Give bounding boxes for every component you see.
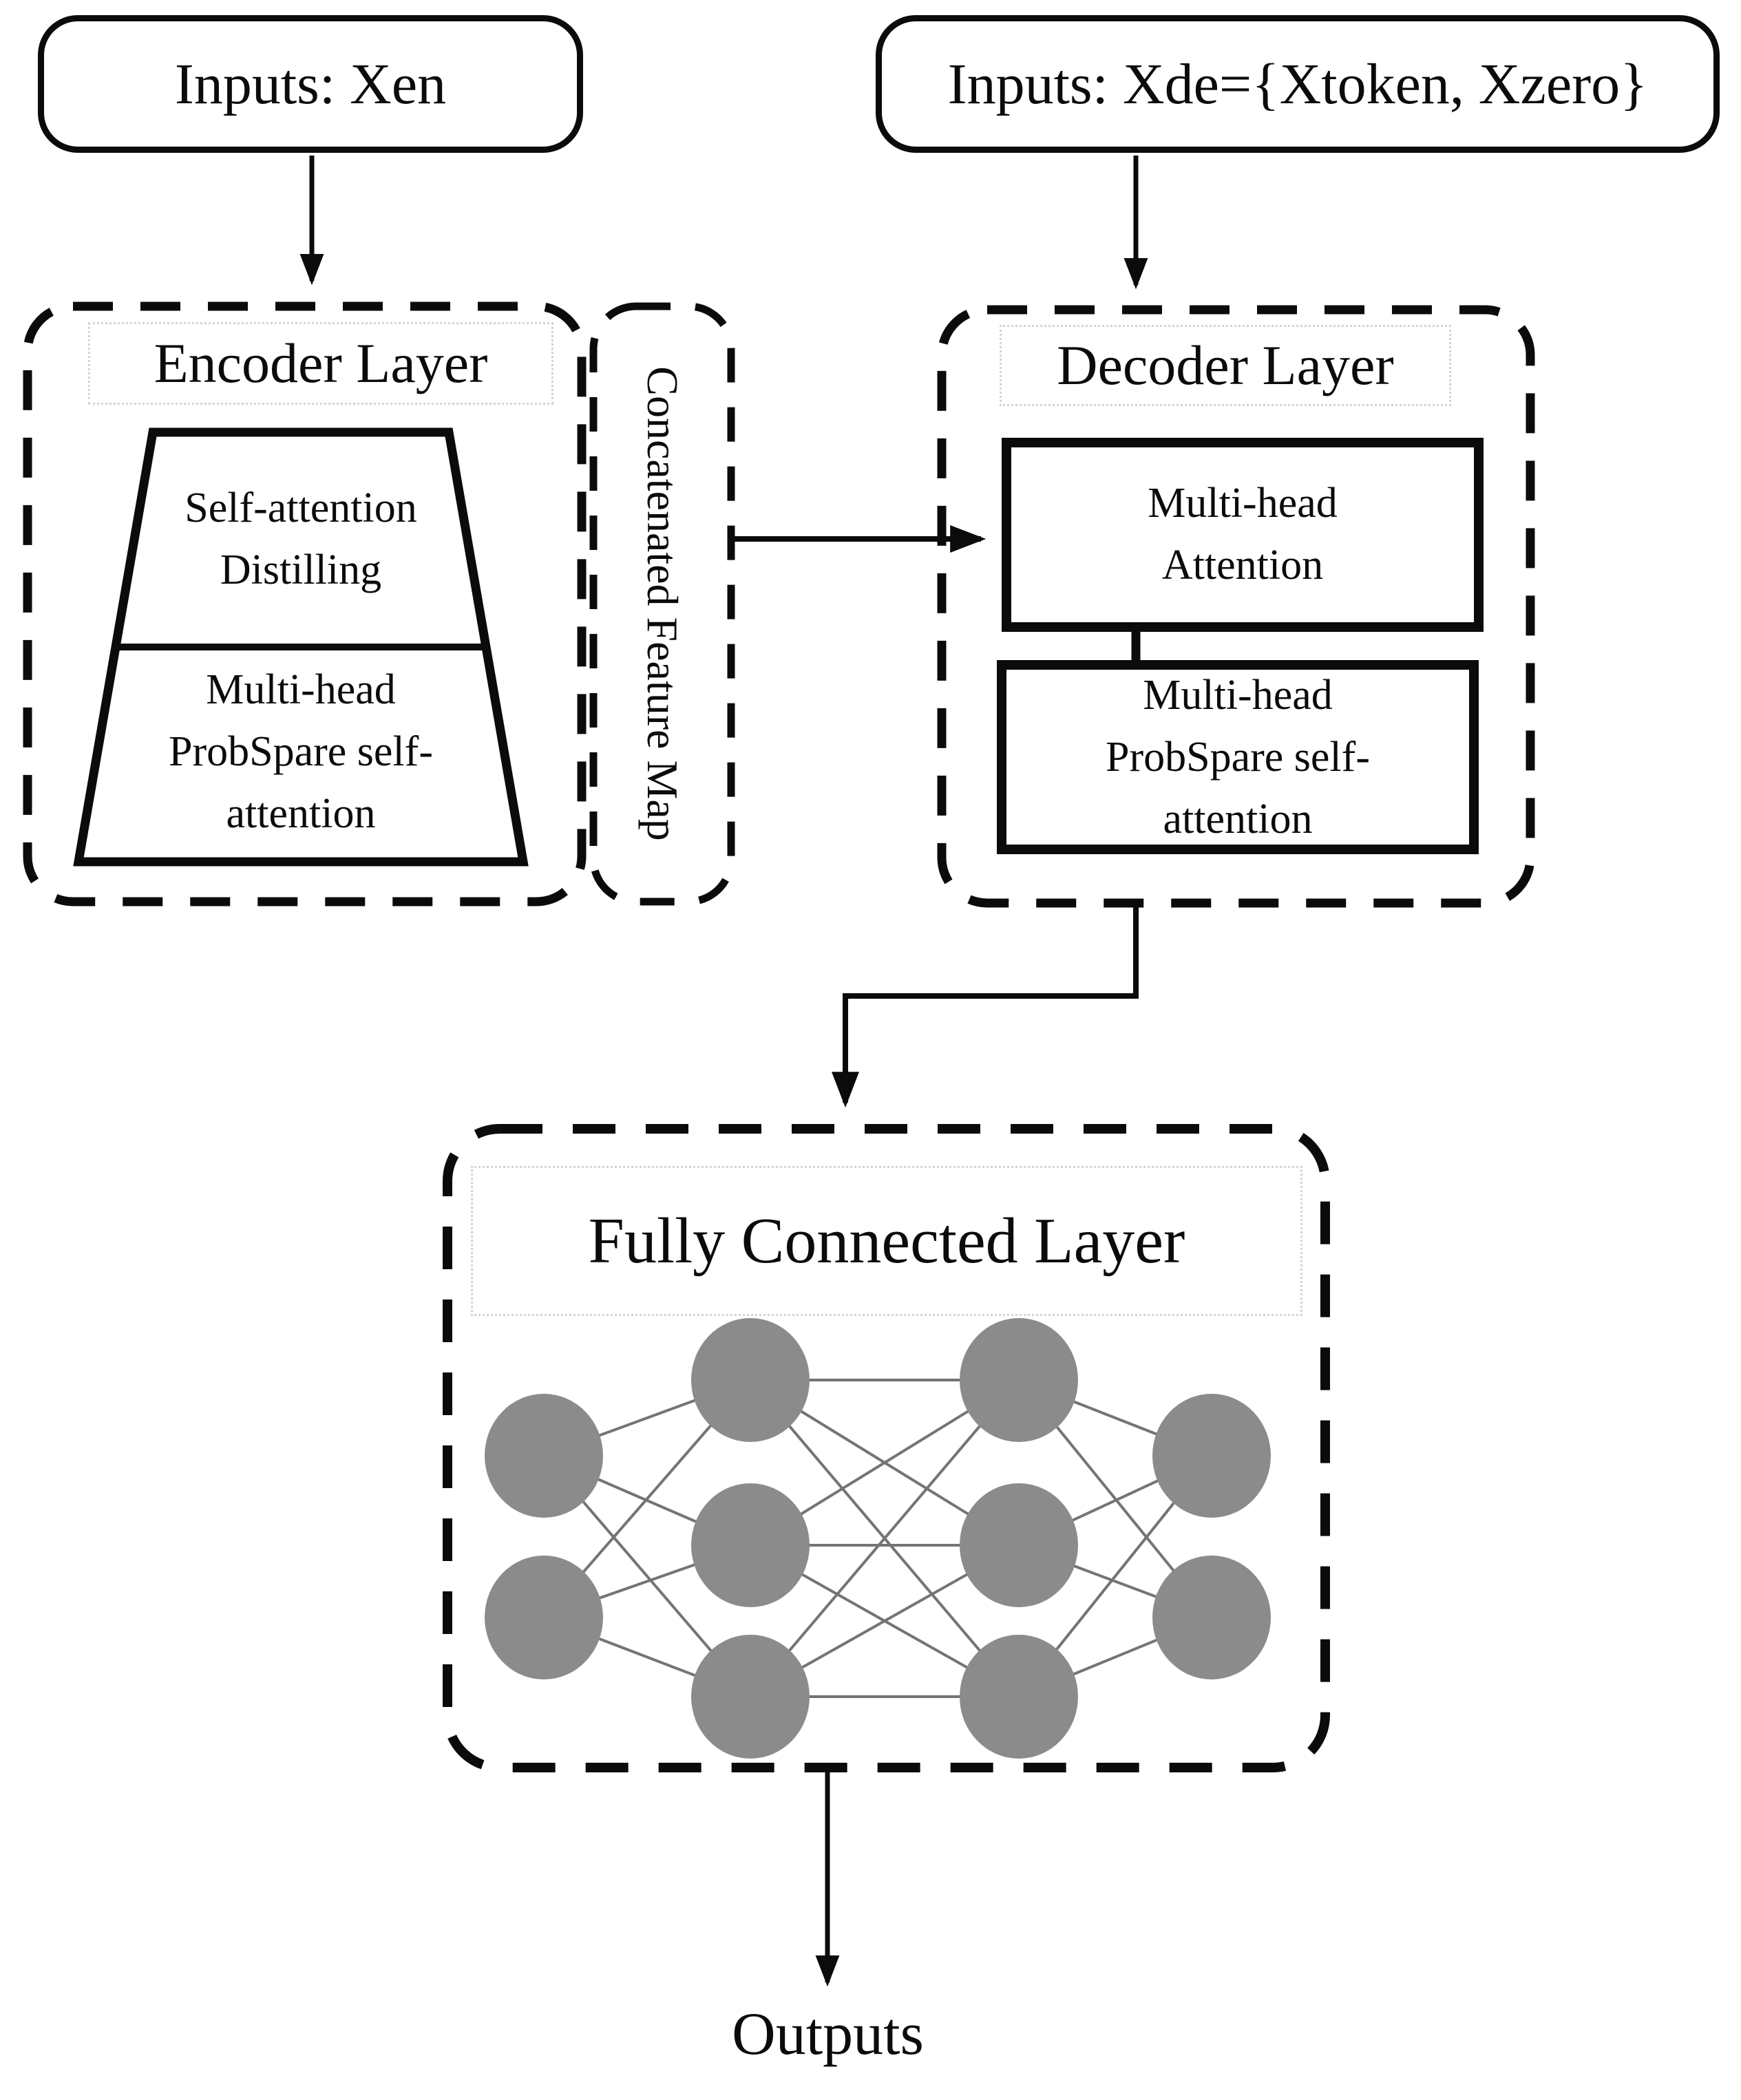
outputs-label: Outputs — [732, 2001, 924, 2068]
inputs-decoder-box: Inputs: Xde={Xtoken, Xzero} — [876, 15, 1720, 153]
multi-head-attention-label: Multi-head Attention — [1148, 480, 1338, 588]
network-node — [691, 1318, 810, 1442]
decoder-layer-box — [937, 305, 1535, 908]
network-node — [1152, 1394, 1271, 1518]
fc-title: Fully Connected Layer — [588, 1205, 1185, 1277]
inputs-decoder-label: Inputs: Xde={Xtoken, Xzero} — [947, 52, 1648, 116]
inputs-encoder-label: Inputs: Xen — [174, 52, 447, 116]
fully-connected-box — [443, 1124, 1330, 1772]
encoder-title-box: Encoder Layer — [88, 322, 553, 405]
fully-connected-network — [485, 1318, 1271, 1759]
network-node — [485, 1556, 603, 1679]
decoder-to-fc-arrow — [832, 904, 1139, 1108]
network-node — [960, 1635, 1078, 1759]
network-node — [1152, 1556, 1271, 1679]
network-node — [960, 1318, 1078, 1442]
feature-map-label: Concatenated Feature Map — [638, 366, 687, 841]
feature-map-box — [589, 302, 735, 906]
network-node — [691, 1483, 810, 1607]
encoder-title: Encoder Layer — [154, 332, 488, 394]
self-attention-distilling-label: Self-attention Distilling — [184, 485, 417, 593]
network-node — [485, 1394, 603, 1518]
encoder-probspare-label: Multi-head ProbSpare self- attention — [169, 666, 433, 837]
decoder-probspare-rect — [997, 660, 1479, 854]
fc-title-box: Fully Connected Layer — [471, 1166, 1302, 1316]
decoder-probspare-label: Multi-head ProbSpare self- attention — [1106, 672, 1370, 842]
decoder-title: Decoder Layer — [1057, 334, 1394, 396]
encoder-layer-box — [23, 301, 587, 906]
multi-head-attention-rect — [1002, 438, 1484, 632]
network-node — [691, 1635, 810, 1759]
decoder-title-box: Decoder Layer — [1000, 325, 1451, 406]
inputs-encoder-box: Inputs: Xen — [38, 15, 583, 153]
network-node — [960, 1483, 1078, 1607]
network-edge — [749, 1379, 1020, 1698]
